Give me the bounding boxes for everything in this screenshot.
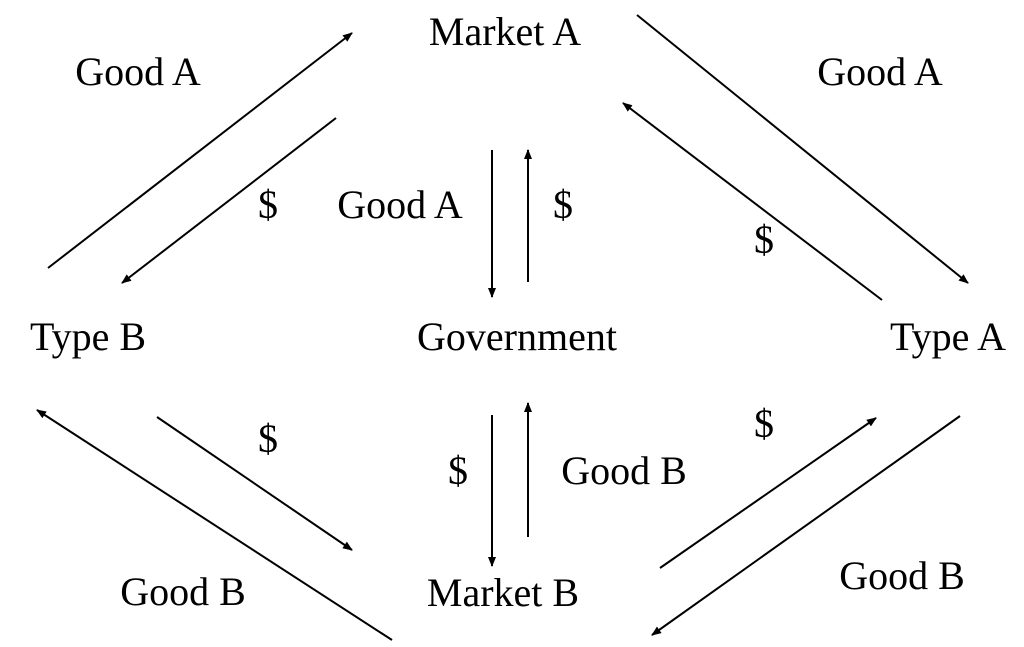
node-government: Government [417, 314, 617, 359]
arrow-marketa-to-typea [636, 14, 969, 284]
label-government-to-marketa: $ [553, 182, 573, 227]
arrow-typeb-to-marketa [47, 32, 353, 269]
node-type-a: Type A [890, 314, 1006, 359]
arrow-marketb-to-typea [659, 417, 877, 569]
label-marketb-to-typea: $ [754, 401, 774, 446]
arrow-marketb-to-typeb [36, 409, 393, 641]
label-typea-to-marketb: Good B [839, 553, 965, 598]
arrow-typea-to-marketa [622, 102, 883, 301]
arrow-typea-to-marketb [651, 415, 961, 636]
label-marketb-to-government: Good B [561, 448, 687, 493]
label-marketa-to-typeb: $ [258, 182, 278, 227]
label-typea-to-marketa: $ [754, 217, 774, 262]
arrow-typeb-to-marketb [156, 416, 353, 551]
label-marketb-to-typeb: Good B [120, 569, 246, 614]
label-government-to-marketb: $ [448, 448, 468, 493]
node-market-a: Market A [429, 9, 581, 54]
label-typeb-to-marketa: Good A [75, 49, 201, 94]
arrow-marketa-to-typeb [121, 117, 337, 284]
node-type-b: Type B [30, 314, 146, 359]
label-typeb-to-marketb: $ [258, 416, 278, 461]
label-marketa-to-government: Good A [337, 182, 463, 227]
label-marketa-to-typea: Good A [817, 49, 943, 94]
node-market-b: Market B [427, 570, 579, 615]
